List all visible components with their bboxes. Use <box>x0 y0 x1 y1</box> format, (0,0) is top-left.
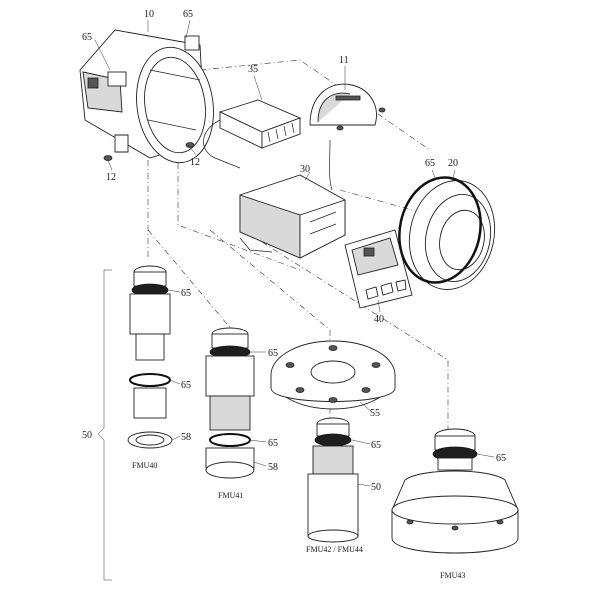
label-65-fmu40-top: 65 <box>181 288 191 299</box>
label-65-cover: 65 <box>425 158 435 169</box>
sensor-fmu41 <box>205 327 255 479</box>
housing <box>79 29 214 164</box>
label-11: 11 <box>339 55 349 66</box>
bracket-50 <box>97 269 112 581</box>
electronics-module <box>239 139 346 259</box>
sensor-fmu43 <box>391 428 519 554</box>
label-65-fmu41-top: 65 <box>268 348 278 359</box>
model-label-fmu43: FMU43 <box>440 571 465 580</box>
label-58-fmu41: 58 <box>268 462 278 473</box>
model-label-fmu40: FMU40 <box>132 461 157 470</box>
label-40: 40 <box>374 314 384 325</box>
label-12-left: 12 <box>106 172 116 183</box>
electronics-insert <box>203 99 302 169</box>
label-65-fmu41-mid: 65 <box>268 438 278 449</box>
label-65-top: 65 <box>183 9 193 20</box>
flange <box>270 340 396 410</box>
display-module <box>344 229 413 309</box>
model-label-fmu42-fmu44: FMU42 / FMU44 <box>306 545 363 554</box>
label-20: 20 <box>448 158 458 169</box>
label-50-fmu42: 50 <box>371 482 381 493</box>
label-50-bracket: 50 <box>82 430 92 441</box>
terminal-cover <box>309 83 386 131</box>
label-58-fmu40: 58 <box>181 432 191 443</box>
leader-lines <box>94 19 495 487</box>
label-10: 10 <box>144 9 154 20</box>
label-30: 30 <box>300 164 310 175</box>
label-65-left: 65 <box>82 32 92 43</box>
label-55: 55 <box>370 408 380 419</box>
label-65-fmu42: 65 <box>371 440 381 451</box>
label-65-fmu40-bottom: 65 <box>181 380 191 391</box>
housing-cover <box>398 176 496 290</box>
sensor-fmu40 <box>127 265 173 449</box>
assembly-axes <box>147 59 449 432</box>
callout-labels: 10 65 65 35 11 12 12 30 65 20 40 65 65 5… <box>82 9 506 580</box>
sensor-fmu42-fmu44 <box>307 417 359 543</box>
model-label-fmu41: FMU41 <box>218 491 243 500</box>
label-65-fmu43: 65 <box>496 453 506 464</box>
label-35: 35 <box>248 64 258 75</box>
label-12-mid: 12 <box>190 157 200 168</box>
